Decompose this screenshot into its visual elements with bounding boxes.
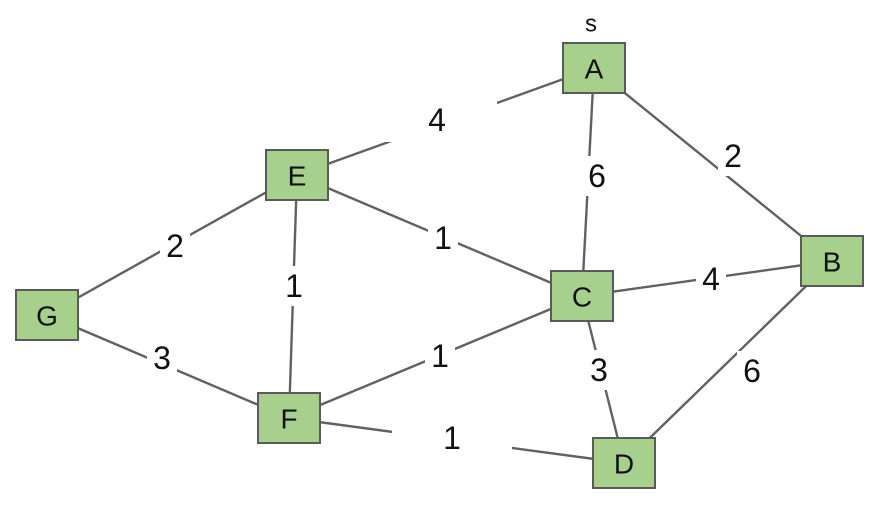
- node-box: [550, 270, 614, 322]
- node-label: F: [280, 404, 297, 435]
- node-label: G: [36, 301, 58, 332]
- edge-weight-background: [718, 136, 748, 176]
- node-f: F: [257, 392, 321, 444]
- edge-weight-background: [377, 98, 497, 142]
- edge-weight-label: 1: [434, 220, 452, 256]
- edge-weight-background: [582, 156, 612, 196]
- edge-weight-background: [428, 218, 458, 258]
- node-box: [800, 235, 864, 287]
- source-marker-label: s: [585, 11, 597, 38]
- node-a: A: [562, 42, 626, 94]
- edge-weight-background: [696, 259, 726, 299]
- edge-weight-label: 2: [166, 228, 184, 264]
- node-label: D: [614, 449, 634, 480]
- edge-b-d: [623, 260, 833, 464]
- edge-a-b: [593, 67, 833, 262]
- nodes-layer: A B C D E F G: [15, 42, 864, 489]
- node-e: E: [265, 149, 329, 201]
- node-d: D: [592, 437, 656, 489]
- edge-weight-label: 4: [428, 102, 446, 138]
- node-b: B: [800, 235, 864, 287]
- node-label: A: [585, 54, 604, 85]
- edge-weights-layer: 4 6 2 2 1 1 3 1 1 4 3 6: [147, 98, 767, 460]
- node-box: [592, 437, 656, 489]
- node-box: [15, 289, 79, 341]
- edge-weight-background: [737, 351, 767, 391]
- node-label: E: [288, 161, 307, 192]
- edge-weight-label: 1: [443, 420, 461, 456]
- edge-weight-background: [392, 416, 512, 460]
- edge-weight-label: 3: [153, 340, 171, 376]
- node-box: [257, 392, 321, 444]
- node-c: C: [550, 270, 614, 322]
- edge-weight-label: 1: [431, 338, 449, 374]
- node-box: [265, 149, 329, 201]
- node-label: C: [572, 282, 592, 313]
- edge-weight-background: [584, 350, 614, 390]
- edge-weight-background: [279, 266, 309, 306]
- edge-weight-label: 4: [702, 261, 720, 297]
- edge-weight-background: [147, 338, 177, 378]
- node-g: G: [15, 289, 79, 341]
- edge-weight-background: [160, 226, 190, 266]
- edge-weight-label: 1: [285, 268, 303, 304]
- edge-weight-background: [425, 336, 455, 376]
- edge-weight-label: 3: [590, 352, 608, 388]
- edge-weight-label: 6: [588, 158, 606, 194]
- node-box: [562, 42, 626, 94]
- edge-weight-label: 2: [724, 138, 742, 174]
- node-label: B: [823, 247, 842, 278]
- edge-weight-label: 6: [743, 353, 761, 389]
